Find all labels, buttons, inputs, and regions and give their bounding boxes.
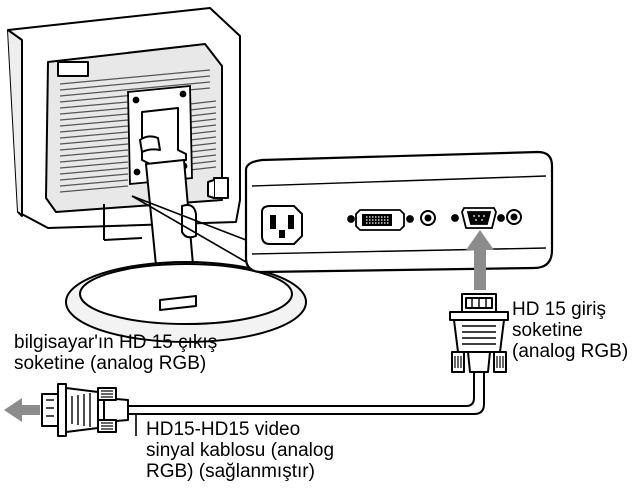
computer-output-label-line: bilgisayar'ın HD 15 çıkış	[14, 332, 218, 353]
hd15-port-icon	[451, 207, 505, 229]
input-socket-label-line: soketine	[512, 320, 583, 341]
round-jack-icon	[420, 209, 522, 226]
cable-label: HD15-HD15 video sinyal kablosu (analog R…	[146, 419, 334, 482]
insert-arrow-up	[466, 230, 494, 290]
left-hd15-plug	[41, 383, 129, 437]
cable-label-line: RGB) (sağlanmıştır)	[146, 461, 315, 482]
computer-output-label-line: soketine (analog RGB)	[14, 353, 207, 374]
vent-lines	[59, 69, 217, 193]
power-socket-icon	[261, 205, 303, 245]
input-socket-label: HD 15 giriş soketine (analog RGB)	[512, 299, 628, 362]
monitor-stand	[65, 107, 307, 343]
signal-cable	[128, 372, 485, 415]
computer-output-label: bilgisayar'ın HD 15 çıkış soketine (anal…	[14, 332, 217, 374]
insert-arrow-left	[4, 398, 40, 422]
dvi-port-icon	[347, 209, 414, 231]
input-socket-label-line: (analog RGB)	[512, 341, 629, 362]
cable-label-line: HD15-HD15 video	[146, 419, 301, 440]
monitor-back	[7, 7, 241, 229]
right-hd15-plug	[449, 293, 509, 373]
cable-label-line: sinyal kablosu (analog	[146, 440, 335, 461]
input-socket-label-line: HD 15 giriş	[512, 299, 606, 320]
